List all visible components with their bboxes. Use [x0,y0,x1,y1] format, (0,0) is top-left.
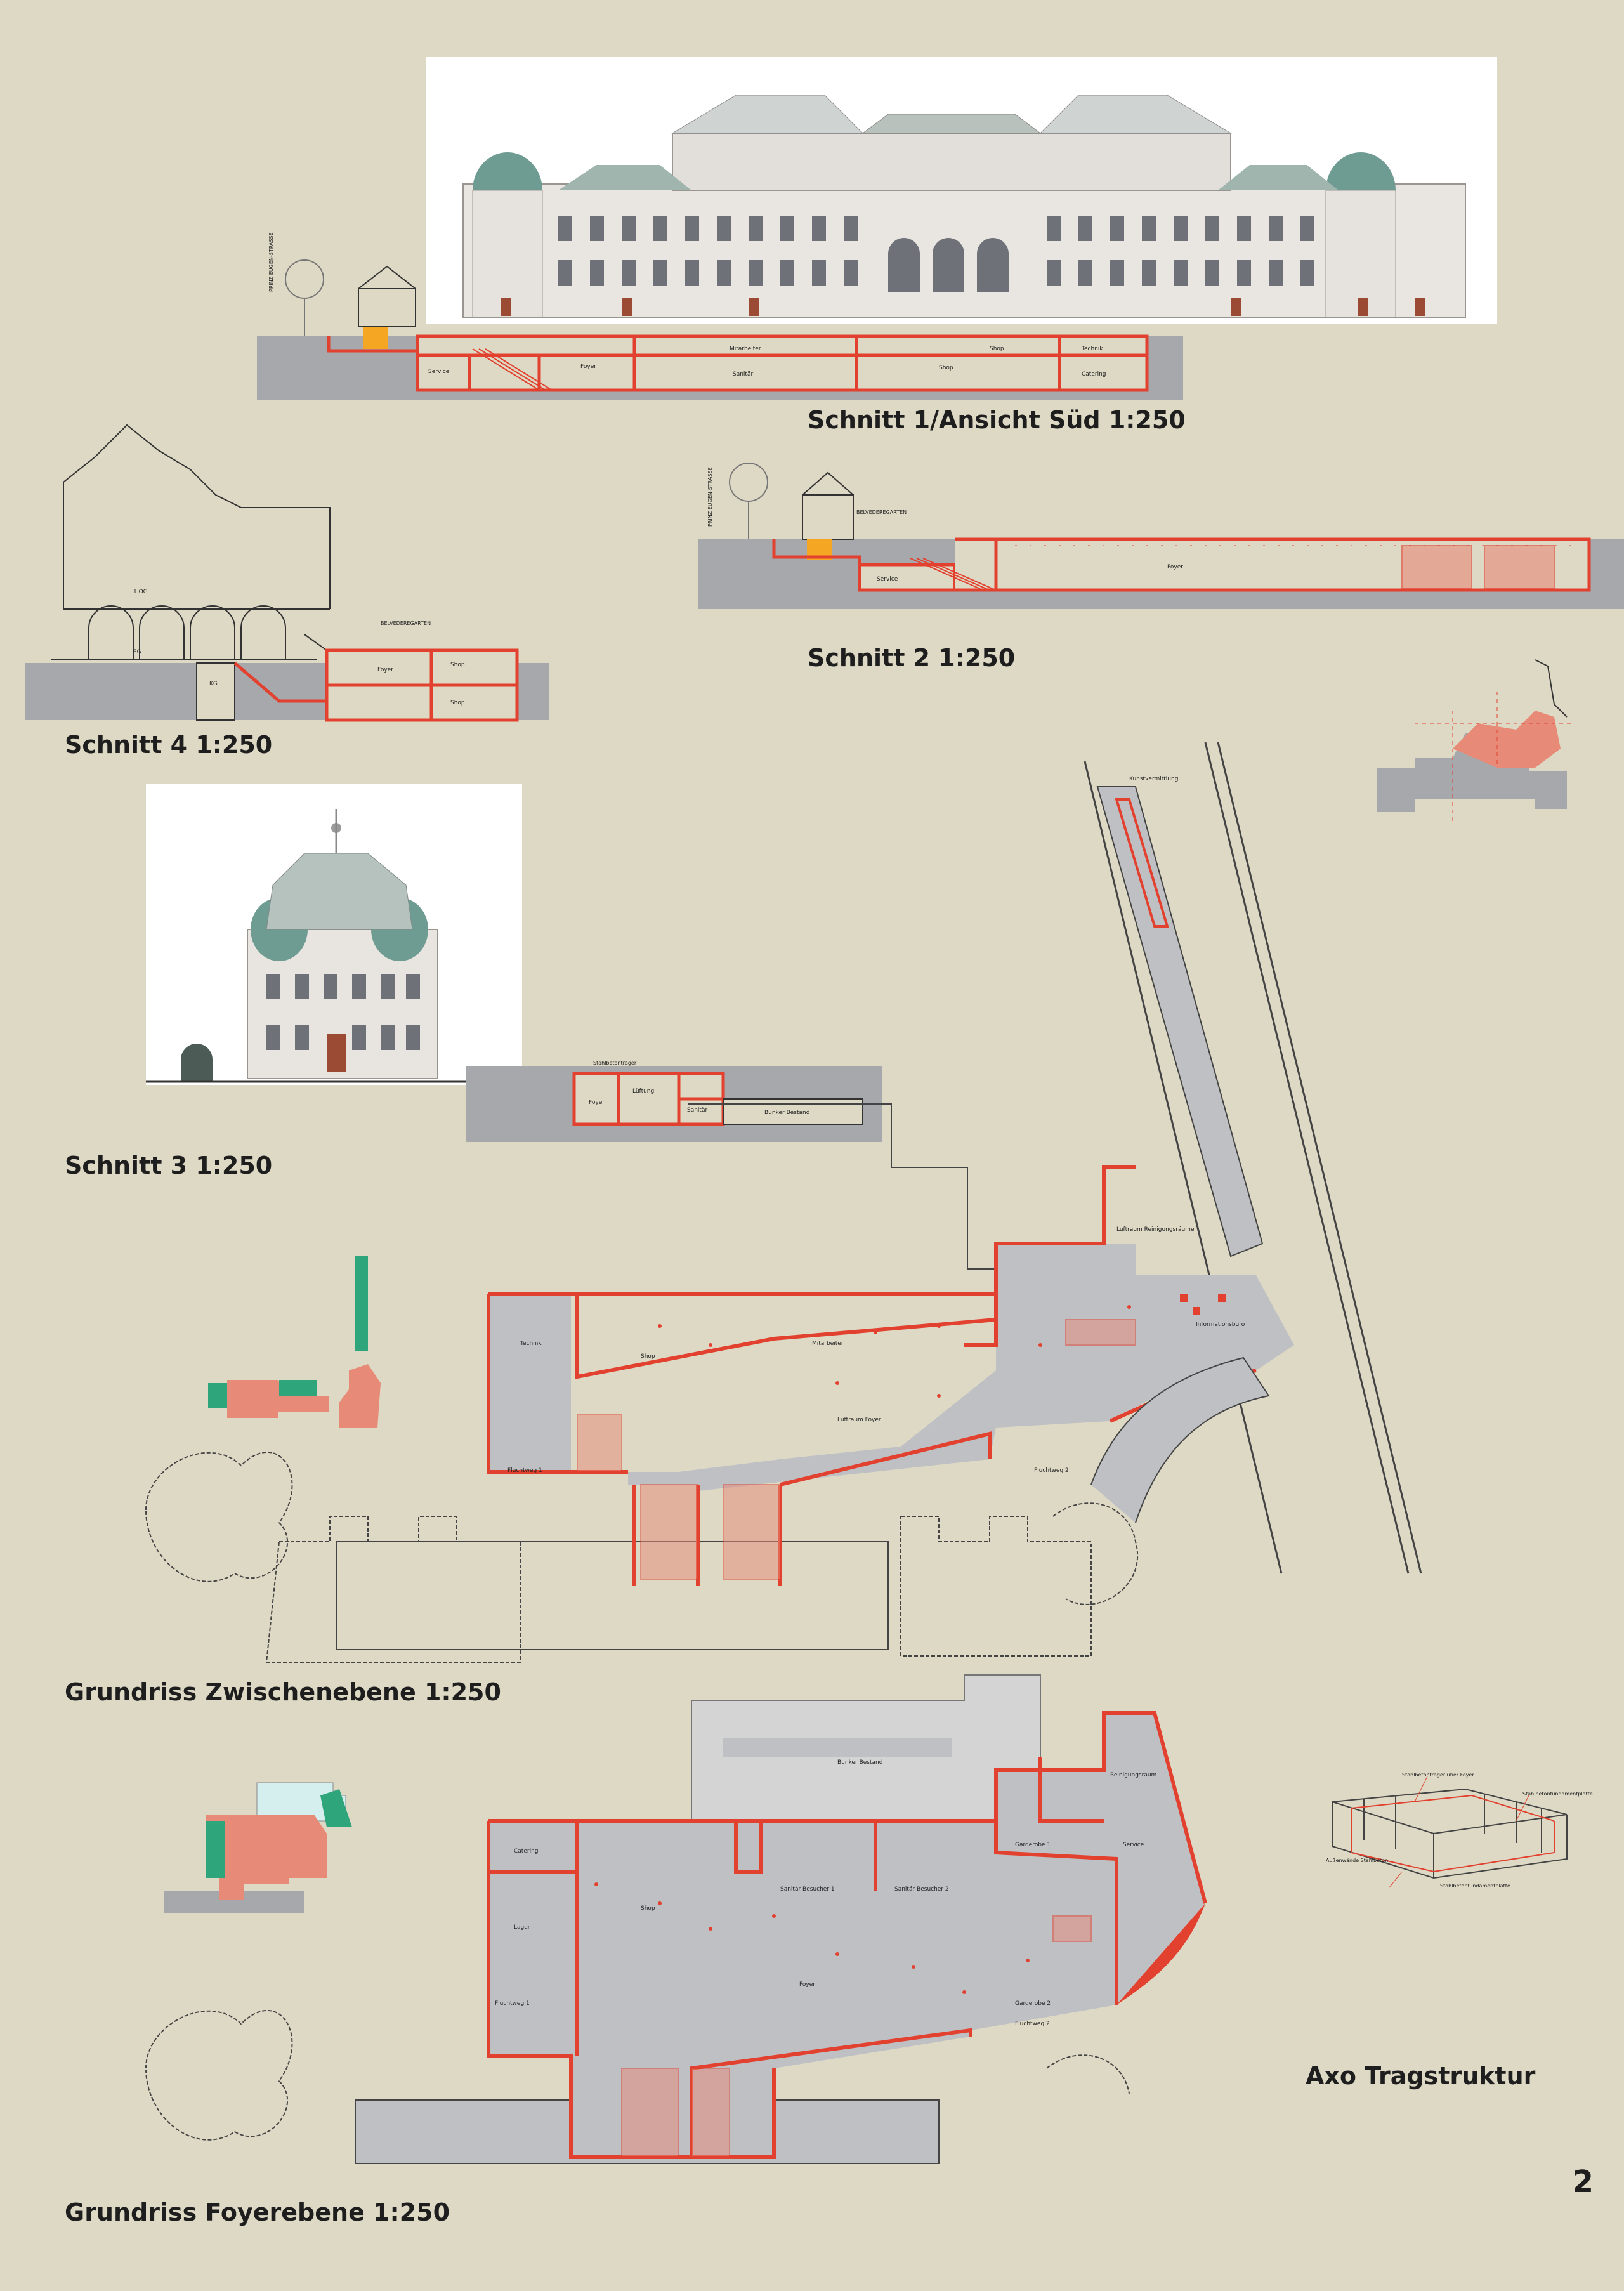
room-label: Technik [1081,346,1103,352]
room-label: Kunstvermittlung [1129,776,1178,782]
palace-facade-graphic [462,95,1466,318]
street-label: PRINZ EUGEN-STRASSE [707,467,713,527]
corridor-wing [1096,786,1264,1257]
axo-label: Außenwände Stahlbeton [1326,1858,1388,1863]
caption-schnitt4: Schnitt 4 1:250 [65,731,273,759]
caption-grundriss-foyer: Grundriss Foyerebene 1:250 [65,2198,450,2226]
location-key-2 [208,1256,381,1428]
room-label: Catering [1082,371,1106,377]
room-label: Garderobe 2 [1015,2000,1051,2007]
caption-schnitt3: Schnitt 3 1:250 [65,1152,273,1179]
room-label: Service [1123,1842,1144,1848]
caption-axo: Axo Tragstruktur [1306,2062,1536,2090]
section4-drawing: 1.OG EG KG BELVEDEREGARTEN Foyer Shop Sh… [25,424,549,722]
room-label: Sanitär Besucher 1 [780,1886,835,1893]
garden-label: BELVEDEREGARTEN [856,509,907,515]
room-label: Service [428,369,450,375]
room-label: Mitarbeiter [812,1341,844,1347]
side-facade-photo [146,784,522,1085]
existing-palace-outline [145,1451,1139,1663]
room-label: Mitarbeiter [730,346,761,352]
room-label: Fluchtweg 1 [508,1467,542,1474]
room-label: Luftraum Foyer [837,1417,881,1423]
room-label: 1.OG [133,589,148,595]
palace-section-outline [51,424,406,721]
room-label: Bunker Bestand [837,1759,882,1766]
room-label: KG [209,681,218,687]
room-label: Foyer [799,1981,815,1988]
room-label: Fluchtweg 2 [1034,1467,1069,1474]
garden-label: BELVEDEREGARTEN [381,620,431,626]
plan-foyerebene: Bunker Bestand Catering Shop Lager Fluch… [145,1674,1207,2164]
plan-zwischenebene: Technik Shop Mitarbeiter Luftraum Foyer … [145,742,1422,1663]
stairs [577,1319,1136,1580]
room-label: Bunker Bestand [764,1110,809,1116]
axo-structural-drawing: Stahlbetonträger über Foyer Stahlbetonfu… [1326,1772,1593,1889]
room-label: Reinigungsraum [1110,1772,1156,1778]
room-label: Shop [450,662,465,668]
section4-underground [233,648,519,722]
room-label: Lüftung [632,1088,654,1094]
section1-underground [327,334,1149,392]
room-label: Foyer [580,364,596,370]
room-label: Garderobe 1 [1015,1842,1051,1848]
room-label: Service [877,576,898,582]
room-label: Shop [450,700,465,706]
section1-stair [472,348,553,391]
room-label: Shop [939,365,953,371]
room-label: Lager [514,1924,530,1931]
street-label: PRINZ EUGEN-STRASSE [268,232,274,292]
room-label: Shop [641,1905,655,1912]
caption-schnitt2: Schnitt 2 1:250 [808,644,1016,672]
room-label: Fluchtweg 1 [495,2000,530,2007]
axo-label: Stahlbetonträger über Foyer [1402,1772,1474,1778]
room-label: Foyer [1167,564,1183,570]
beam-label: Stahlbetonträger [593,1060,637,1066]
room-label: Foyer [377,667,393,673]
room-label: Informationsbüro [1196,1322,1245,1328]
room-label: Technik [520,1341,542,1347]
axo-label: Stahlbetonfundamentplatte [1522,1791,1593,1797]
room-label: Shop [990,346,1004,352]
room-label: Foyer [589,1100,605,1106]
room-label: Catering [514,1848,538,1854]
foyer-slab [488,1713,1205,2157]
pavilion-section [358,265,416,349]
axo-label: Stahlbetonfundamentplatte [1440,1883,1510,1889]
location-key-1 [1377,659,1573,825]
room-label: Sanitär Besucher 2 [894,1886,949,1893]
section3-drawing: Stahlbetonträger Foyer Lüftung Sanitär B… [466,1060,882,1142]
page-number: 2 [1572,2164,1594,2200]
section2-drawing: PRINZ EUGEN-STRASSE BELVEDEREGARTEN Serv… [698,463,1624,609]
caption-grundriss-zwischen: Grundriss Zwischenebene 1:250 [65,1678,501,1706]
street-lines [1084,742,1422,1574]
room-label: EG [133,649,141,655]
section2-stairs [910,545,1555,589]
room-label: Sanitär [687,1107,707,1113]
room-label: Luftraum Reinigungsräume [1116,1226,1195,1233]
section3-underground [572,1072,725,1126]
caption-schnitt1: Schnitt 1/Ansicht Süd 1:250 [808,406,1186,434]
room-label: Shop [641,1353,655,1360]
location-key-3 [164,1782,352,1913]
section1-drawing: PRINZ EUGEN-STRASSE Service Foyer Mitarb… [257,57,1497,400]
room-label: Sanitär [733,371,753,377]
room-label: Fluchtweg 2 [1015,2021,1050,2027]
